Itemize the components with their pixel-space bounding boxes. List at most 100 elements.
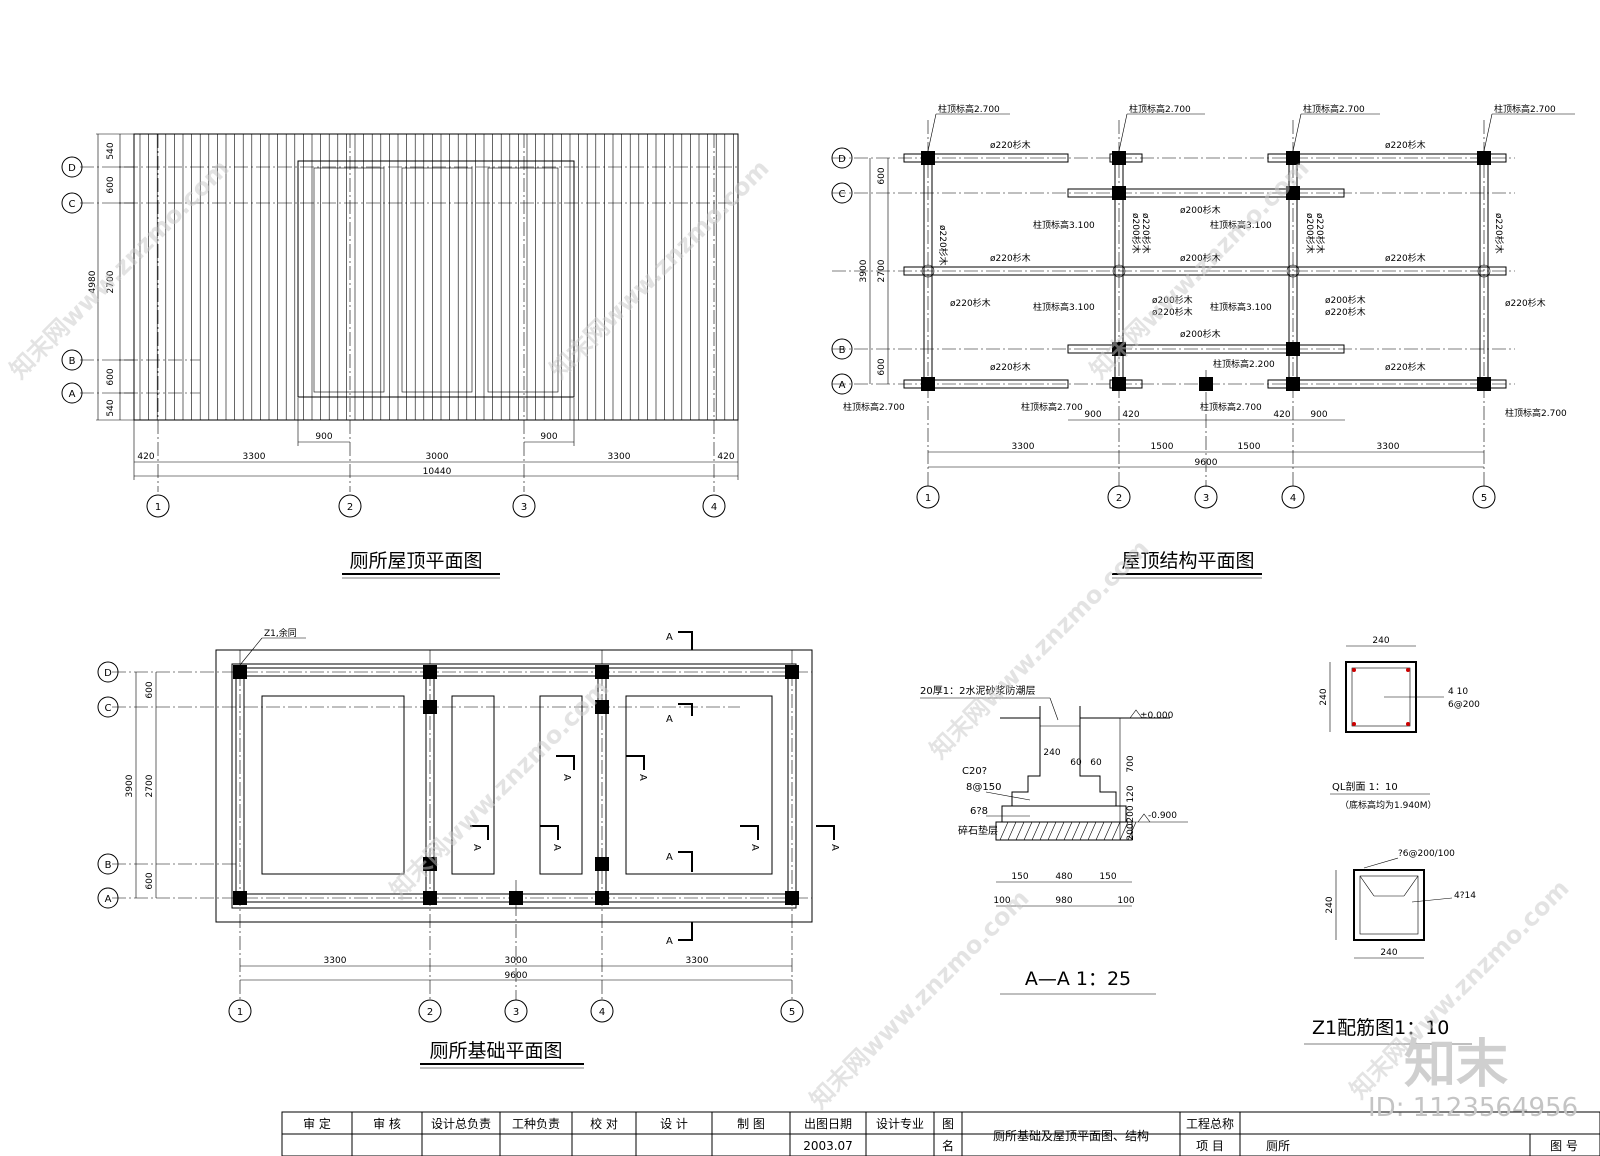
tb-cell-design: 设 计	[660, 1117, 688, 1131]
section-mark-label-2: A	[666, 714, 673, 725]
z1-detail: ?6@200/100 4?14 240 240 Z1配筋图1：10	[1304, 849, 1476, 1045]
struct-axis-4: 4	[1290, 493, 1296, 504]
ql-section: 240 240 4 10 6@200 QL剖面 1：10 （底标高均为1.940…	[1319, 636, 1480, 811]
struct-hdim-2: 1500	[1151, 442, 1174, 452]
fir-label-a2: ø220杉木	[1385, 361, 1426, 373]
section-mark-label-1: A	[666, 632, 673, 643]
elev-zero: ±0.000	[1140, 711, 1174, 721]
found-hdim-total: 9600	[505, 971, 528, 981]
column-note: Z1,余同	[264, 627, 297, 639]
hatch-line	[1007, 821, 1017, 841]
aa-dim-right-2: 120	[1126, 785, 1136, 802]
z1-width: 240	[1380, 948, 1397, 958]
found-axis-3: 3	[513, 1007, 519, 1018]
roof-structure-plan: 柱顶标高2.700 柱顶标高2.700 柱顶标高2.700 柱顶标高2.700 …	[831, 103, 1575, 579]
fir-vert-2b: ø220杉木	[1140, 213, 1152, 254]
tb-cell-discipline: 设计专业	[876, 1116, 924, 1131]
struct-hdim-1: 3300	[1012, 442, 1035, 452]
found-axis-4: 4	[599, 1007, 605, 1018]
found-axis-B: B	[105, 860, 112, 871]
z1-title: Z1配筋图1：10	[1312, 1017, 1449, 1039]
found-axis-2: 2	[427, 1007, 433, 1018]
aa-dim-bot2-1: 100	[993, 896, 1010, 906]
fir-label-d1: ø220杉木	[990, 139, 1031, 151]
tb-project-total-label: 工程总称	[1186, 1116, 1234, 1131]
roof-axis-3: 3	[521, 502, 527, 513]
roof-axis-A: A	[69, 389, 76, 400]
z1-stirrup: ?6@200/100	[1398, 849, 1455, 859]
roof-axis-D: D	[68, 163, 76, 174]
roof-plan: 540 600 2700 600 540 4980 D C B A 900 90…	[61, 133, 740, 579]
tb-cell-issue-date: 出图日期	[804, 1117, 852, 1131]
tb-cell-tu: 图	[942, 1117, 954, 1131]
roof-vdim-total: 4980	[88, 270, 98, 293]
struct-vdim-3: 600	[877, 358, 887, 375]
section-hatch	[999, 821, 1137, 841]
concrete-grade: C20?	[962, 766, 987, 777]
section-mark-c: A	[666, 703, 693, 725]
tb-project-value: 厕所	[1266, 1139, 1290, 1153]
watermark-site-2: 知末网www.znzmo.com	[544, 154, 774, 384]
fir-label-mix-d: ø220杉木	[1325, 306, 1366, 318]
hatch-line	[1023, 821, 1033, 841]
aa-dim-right-4: 200	[1126, 823, 1136, 840]
found-vdim-3: 600	[145, 872, 155, 889]
struct-small-dim-1: 900	[1084, 410, 1101, 420]
aa-dim-top-2: 60	[1070, 758, 1082, 768]
found-axis-5: 5	[789, 1007, 795, 1018]
tb-cell-discipline-lead: 工种负责	[512, 1117, 560, 1131]
fir-label-m2: ø200杉木	[1180, 252, 1221, 264]
tb-drawing-no-label: 图 号	[1550, 1139, 1578, 1153]
roof-vdim-2: 600	[106, 176, 116, 193]
section-mark-label-6: A	[637, 774, 648, 781]
title-block: 审 定 审 核 设计总负责 工种负责 校 对 设 计 制 图 出图日期 设计专业…	[281, 1111, 1600, 1156]
roof-inner-dim-right: 900	[540, 432, 557, 442]
ql-title: QL剖面 1：10	[1332, 780, 1398, 793]
aa-dim-bot1-2: 480	[1055, 872, 1072, 882]
roof-hdim-5: 420	[717, 452, 734, 462]
fir-vert-2a: ø200杉木	[1130, 213, 1142, 254]
struct-small-dim-3: 420	[1273, 410, 1290, 420]
col-mid-label-4: 柱顶标高3.100	[1210, 301, 1272, 313]
roof-axis-C: C	[69, 199, 76, 210]
struct-vdim-total: 3900	[859, 259, 869, 282]
fir-vert-4a: ø200杉木	[1304, 213, 1316, 254]
hatch-line	[1047, 821, 1057, 841]
found-hdim-2: 3000	[505, 956, 528, 966]
roof-hdim-4: 3300	[608, 452, 631, 462]
roof-vdim-1: 540	[106, 142, 116, 159]
col-bot-label-3: 柱顶标高2.700	[1200, 401, 1262, 413]
struct-hdim-4: 3300	[1377, 442, 1400, 452]
hatch-line	[1103, 821, 1113, 841]
col-mid-label-3: 柱顶标高3.100	[1033, 301, 1095, 313]
hatch-line	[1039, 821, 1049, 841]
watermark-site-4: 知末网www.znzmo.com	[384, 674, 614, 904]
aa-dim-bot1-1: 150	[1011, 872, 1028, 882]
hatch-line	[999, 821, 1009, 841]
found-axis-A: A	[105, 894, 112, 905]
tb-cell-chief-designer: 设计总负责	[431, 1117, 491, 1131]
struct-hdim-total: 9600	[1195, 458, 1218, 468]
hatch-line	[1111, 821, 1121, 841]
hatch-line	[1063, 821, 1073, 841]
col-top-label-3: 柱顶标高2.700	[1303, 103, 1365, 115]
found-vdim-2: 2700	[145, 774, 155, 797]
roof-slats	[139, 134, 734, 420]
section-aa-title: A—A 1：25	[1025, 968, 1131, 990]
fir-vert-4b: ø220杉木	[1314, 213, 1326, 254]
tb-cell-review: 审 核	[373, 1116, 401, 1131]
struct-axis-B: B	[839, 345, 846, 356]
foundation-plan-title: 厕所基础平面图	[429, 1040, 562, 1062]
col-top-label-2: 柱顶标高2.700	[1129, 103, 1191, 115]
section-marks-vertical: A A A A A A	[470, 755, 840, 851]
struct-small-dim-2: 420	[1122, 410, 1139, 420]
fir-label-mix-c: ø200杉木	[1325, 294, 1366, 306]
hatch-line	[1095, 821, 1105, 841]
fir-label-d2: ø220杉木	[1385, 139, 1426, 151]
section-mark-label-4: A	[666, 852, 673, 863]
hatch-line	[1127, 821, 1137, 841]
hatch-line	[1071, 821, 1081, 841]
gravel-layer: 碎石垫层	[958, 824, 998, 837]
section-mark-top: A	[666, 631, 693, 650]
fir-label-col1: ø220杉木	[950, 297, 991, 309]
